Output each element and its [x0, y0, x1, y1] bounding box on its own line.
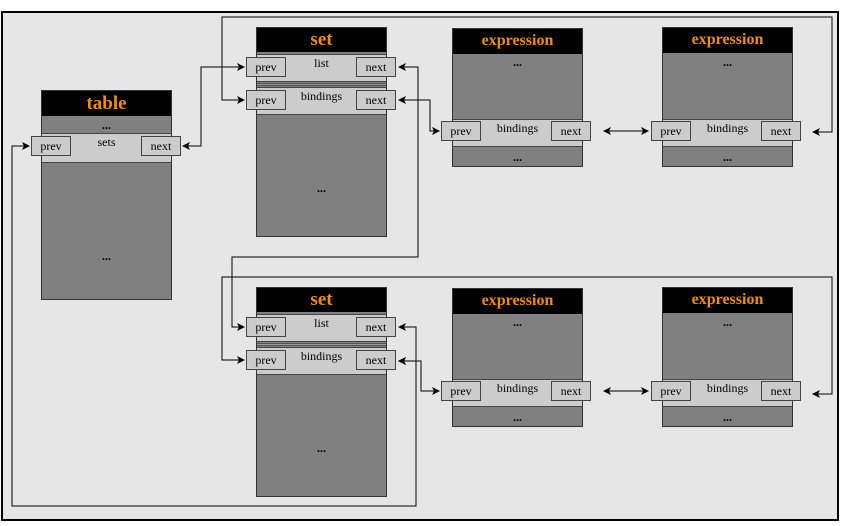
set-1-expression-1-ellipsis-bottom: ...	[513, 150, 522, 164]
table-ellipsis-top: ...	[102, 118, 111, 132]
set-1-expression-2-ellipsis-bottom: ...	[723, 150, 732, 164]
connector-table-to-set-1-list	[182, 63, 245, 150]
connector-set-1-bindings-loop	[221, 16, 833, 136]
set-2-expression-1-ellipsis-bottom: ...	[513, 410, 522, 424]
connector-set-2-bindings-to-expression-1	[398, 357, 440, 395]
set-2-ellipsis: ...	[317, 441, 326, 455]
set-1-expression-2-ellipsis-top: ...	[723, 55, 732, 69]
connector-set-2-bindings-loop	[221, 276, 833, 398]
connector-set-2-list-next	[398, 323, 417, 361]
connector-set-1-bindings-to-expression-1	[398, 96, 440, 135]
set-2-expression-title-1: expression	[453, 289, 582, 314]
table-title: table	[42, 91, 171, 116]
set-2-expression-title-2: expression	[663, 288, 792, 313]
set-2-expression-2-ellipsis-bottom: ...	[723, 410, 732, 424]
set-2-expression-2-ellipsis-top: ...	[723, 315, 732, 329]
connector-set-1-list-to-set-2-list	[231, 63, 419, 331]
connector-table-sets-loop	[11, 142, 417, 507]
set-1-expression-1-ellipsis-top: ...	[513, 55, 522, 69]
set-1-expression-title-1: expression	[453, 29, 582, 54]
set-1-expression-title-2: expression	[663, 28, 792, 53]
set-title-1: set	[257, 28, 386, 52]
set-2-expression-1-ellipsis-top: ...	[513, 315, 522, 329]
